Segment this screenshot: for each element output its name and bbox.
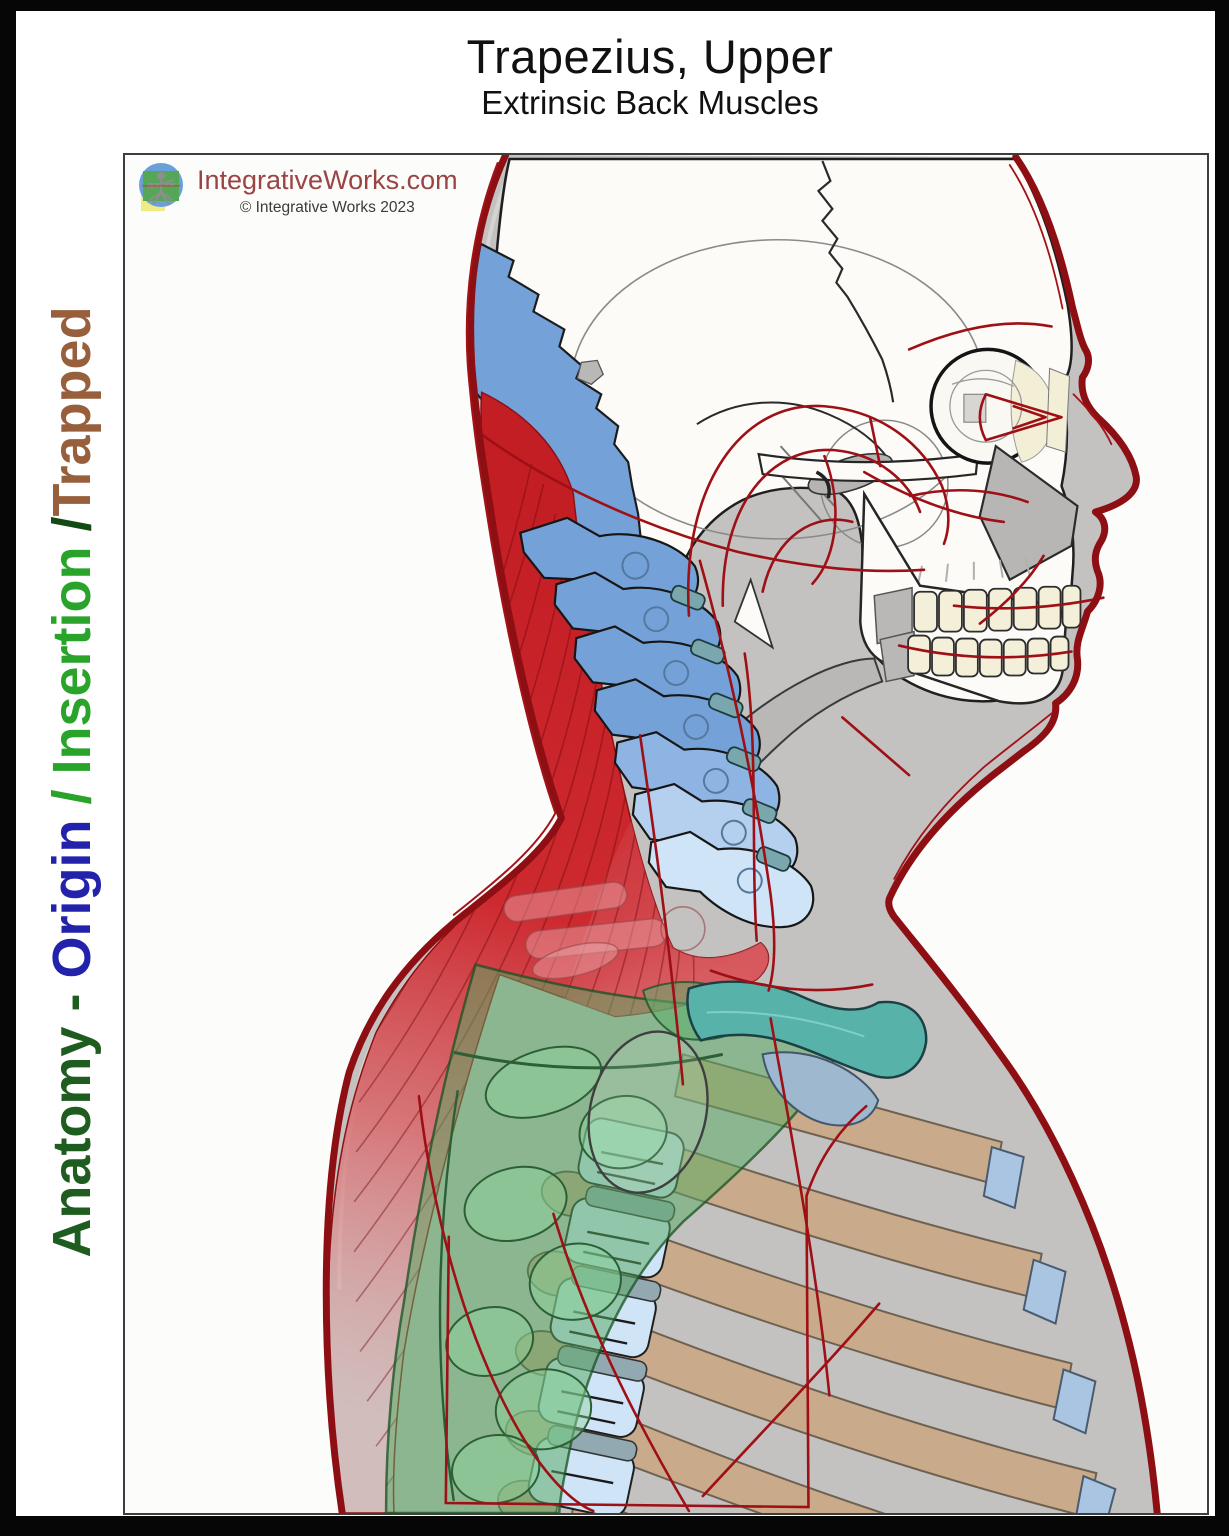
neck-line-1 [698,559,776,992]
lower-teeth-line [897,644,1073,659]
clavicle [686,980,928,1127]
brow-arc [907,322,1053,351]
scapula-insertion-overlay [384,963,842,1513]
maxilla-texture-lines [917,557,1031,584]
chest-diagonal [701,1302,881,1498]
chest-line-1 [769,1017,831,1397]
page-title: Trapezius, Upper [466,30,834,83]
side-label: Anatomy - Origin / Insertion /Trapped [41,306,103,1257]
squamosal-suture [696,401,898,473]
branding-block: IntegrativeWorks.com IntegrativeWorks.co… [137,161,458,217]
rib-4 [592,1310,1098,1513]
clavicle-highlight [706,1011,865,1038]
referral-lines [417,322,1105,1513]
logo-wordmark-tiny: IntegrativeWorks.com [142,183,181,188]
supraclavicular-arc [709,969,874,992]
front-outline-inner [893,164,1113,880]
brand-text: IntegrativeWorks.com © Integrative Works… [197,161,458,217]
rib-5 [576,1399,886,1513]
skin-profile-outline [322,155,1161,1513]
illustration-frame: IntegrativeWorks.com IntegrativeWorks.co… [123,153,1209,1515]
ear-tick [868,416,882,468]
lower-teeth-gray-wedge [879,630,915,683]
referral-zone-rectangle [444,1104,868,1509]
ghost-bones-pink [503,881,706,980]
side-label-separator-slash1: / [42,774,102,820]
orbit-zigzag [978,392,1063,442]
neck-line-3 [841,716,911,777]
back-curve-line [417,1094,595,1513]
ear-canal [815,470,831,499]
vitruvian-man-logo-icon: IntegrativeWorks.com [139,163,183,211]
side-label-separator-slash2: / [42,516,102,547]
trapezius-insertion-fade [563,821,769,1017]
brand-copyright: © Integrative Works 2023 [239,199,415,216]
jaw-upper-line [862,470,1006,524]
orbit-cream-patch [1010,359,1055,463]
front-outline [885,155,1161,1513]
side-label-segment-origin: Origin [42,819,102,979]
sternum-cartilage-patch [761,1051,880,1127]
scapula-spine-line [453,1050,724,1070]
ear-hook [811,454,837,586]
orbit-inner-arc-2 [951,378,1014,387]
side-label-segment-trapped: Trapped [42,306,102,517]
back-outline-inner [452,161,557,916]
jaw-lower-arc [978,554,1045,625]
upper-teeth-line [952,596,1105,610]
cheek-arc [908,489,1029,504]
side-label-segment-insertion: Insertion [42,546,102,775]
brand-site-name: IntegrativeWorks.com [197,165,458,195]
coronal-suture [816,160,895,403]
ear-detail-arc [761,518,854,594]
side-label-segment-anatomy: Anatomy [42,1026,102,1258]
ear-outer-arc [686,404,950,617]
scapula-curve-line [552,1212,691,1513]
zygomatic-arch [757,452,980,483]
neck-line-2 [638,733,685,1086]
anatomy-illustration [322,155,1161,1513]
back-outline [322,155,565,1513]
ear-inner-arc [721,448,922,607]
page-subtitle: Extrinsic Back Muscles [481,83,819,121]
mastoid-process [733,577,775,650]
side-label-separator-dash: - [42,978,102,1027]
nuchal-line [474,428,926,573]
cervical-vertebrae [519,516,815,929]
costal-cartilage [982,1145,1117,1513]
page-header: Trapezius, Upper Extrinsic Back Muscles [107,30,1193,122]
neck-line-4 [743,652,758,942]
vitruvian-man-figure [147,172,175,205]
temple-cream-strip [1046,367,1071,453]
page-canvas: Trapezius, Upper Extrinsic Back Muscles … [16,11,1215,1516]
humeral-head-outline [587,1030,709,1194]
suture-gray-blob [576,359,605,386]
